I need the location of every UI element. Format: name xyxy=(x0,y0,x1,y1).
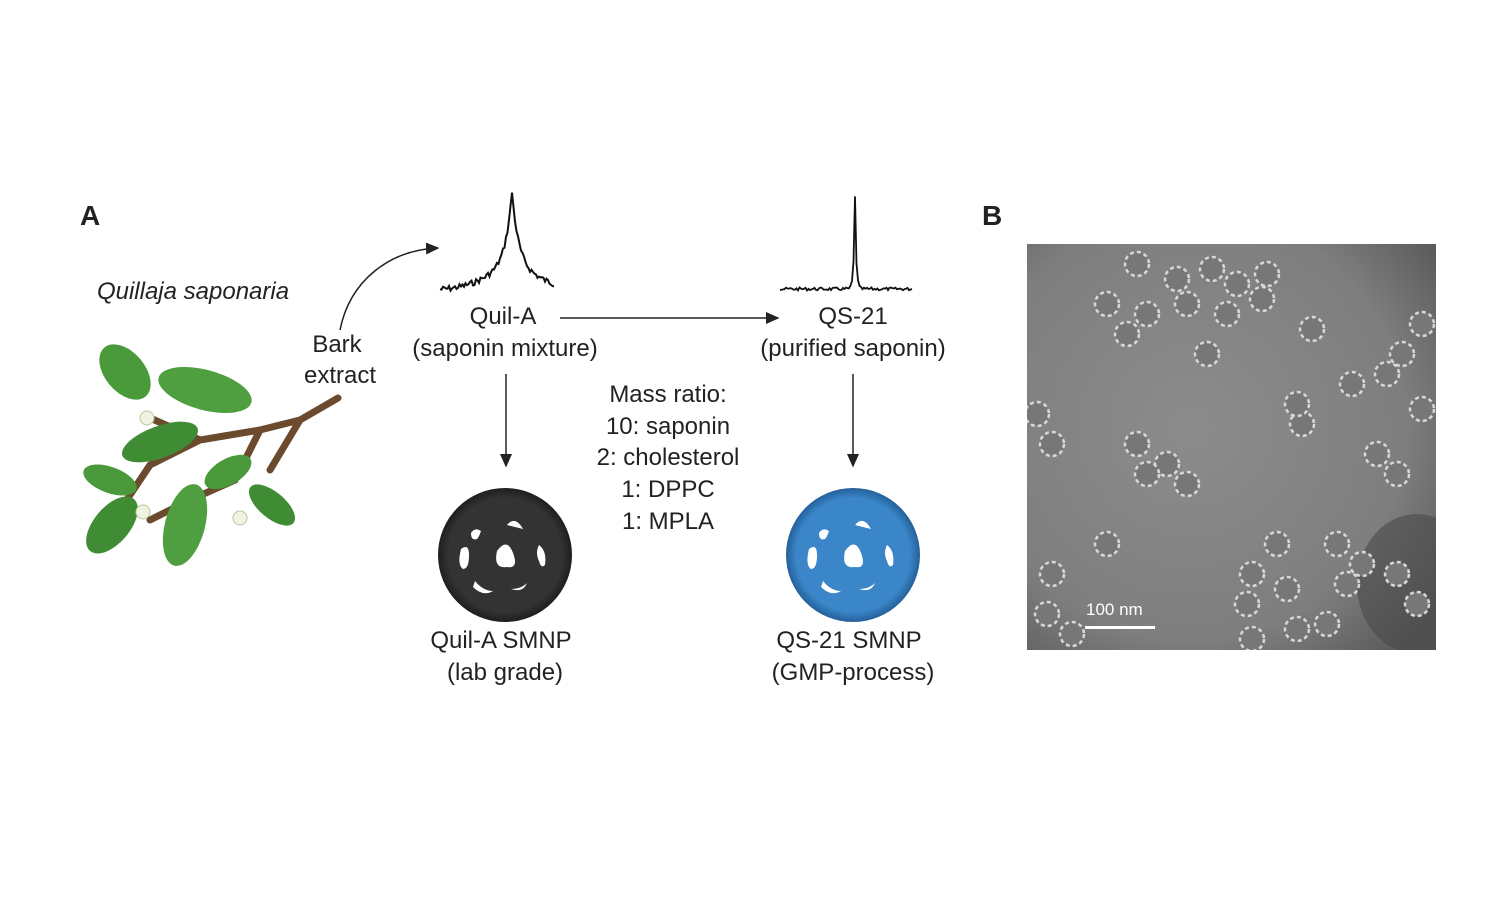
quil-a-smnp-label: Quil-A SMNP xyxy=(430,627,572,654)
nanoparticle xyxy=(1373,360,1401,388)
mass-ratio-line: 10: saponin xyxy=(605,413,731,440)
nanoparticle xyxy=(1058,620,1086,648)
nanoparticle xyxy=(1298,315,1326,343)
nanoparticle xyxy=(1383,460,1411,488)
qs21-label: QS-21 xyxy=(818,303,888,330)
nanoparticle xyxy=(1093,530,1121,558)
nanoparticle xyxy=(1193,340,1221,368)
panel-label-a: A xyxy=(80,200,101,231)
extract-label: extract xyxy=(303,362,377,389)
nanoparticle xyxy=(1233,590,1261,618)
nanoparticle xyxy=(1238,625,1266,650)
nanoparticle xyxy=(1383,560,1411,588)
nanoparticle xyxy=(1038,430,1066,458)
nanoparticle xyxy=(1113,320,1141,348)
nanoparticle xyxy=(1033,600,1061,628)
nanoparticle xyxy=(1093,290,1121,318)
quil-a-label: Quil-A xyxy=(469,303,537,330)
quil-a-desc: (saponin mixture) xyxy=(412,335,598,362)
nanoparticle xyxy=(1388,340,1416,368)
nanoparticle xyxy=(1248,285,1276,313)
mass-ratio-title: Mass ratio: xyxy=(609,381,727,408)
quil-a-smnp-desc: (lab grade) xyxy=(446,659,564,686)
nanoparticle xyxy=(1223,270,1251,298)
qs21-smnp-particle xyxy=(786,488,920,622)
nanoparticle xyxy=(1283,615,1311,643)
nanoparticle xyxy=(1213,300,1241,328)
nanoparticle xyxy=(1363,440,1391,468)
nanoparticle xyxy=(1173,290,1201,318)
quillaja-branch-illustration xyxy=(83,344,342,566)
nanoparticle xyxy=(1163,265,1191,293)
mass-ratio-line: 1: DPPC xyxy=(621,476,715,503)
nanoparticle xyxy=(1198,255,1226,283)
nanoparticle xyxy=(1408,310,1436,338)
nanoparticle xyxy=(1123,250,1151,278)
nanoparticle xyxy=(1313,610,1341,638)
nanoparticle xyxy=(1273,575,1301,603)
qs21-smnp-desc: (GMP-process) xyxy=(771,659,935,686)
nanoparticle xyxy=(1238,560,1266,588)
nanoparticle xyxy=(1348,550,1376,578)
scale-bar xyxy=(1085,626,1155,629)
bark-extract-arrow xyxy=(339,242,440,331)
mass-ratio-line: 1: MPLA xyxy=(621,508,715,535)
nanoparticle xyxy=(1173,470,1201,498)
nanoparticle xyxy=(1338,370,1366,398)
nanoparticle xyxy=(1408,395,1436,423)
nanoparticle xyxy=(1123,430,1151,458)
mass-ratio-line: 2: cholesterol xyxy=(596,444,740,471)
nanoparticle xyxy=(1333,570,1361,598)
quil-a-smnp-particle xyxy=(438,488,572,622)
nanoparticle xyxy=(1323,530,1351,558)
qs21-chromatogram xyxy=(779,196,913,293)
qs21-desc: (purified saponin) xyxy=(760,335,946,362)
nanoparticle xyxy=(1038,560,1066,588)
scale-bar-label: 100 nm xyxy=(1086,600,1143,619)
bark-label: Bark xyxy=(312,331,362,358)
panel-label-b: B xyxy=(982,200,1003,231)
nanoparticle xyxy=(1283,390,1311,418)
quil-a-chromatogram xyxy=(439,192,555,293)
nanoparticle xyxy=(1133,300,1161,328)
nanoparticle xyxy=(1263,530,1291,558)
qs21-smnp-label: QS-21 SMNP xyxy=(776,627,922,654)
nanoparticle xyxy=(1027,400,1051,428)
tem-micrograph xyxy=(1027,244,1436,650)
species-label: Quillaja saponaria xyxy=(96,278,290,305)
nanoparticle xyxy=(1133,460,1161,488)
nanoparticle xyxy=(1253,260,1281,288)
nanoparticle xyxy=(1403,590,1431,618)
